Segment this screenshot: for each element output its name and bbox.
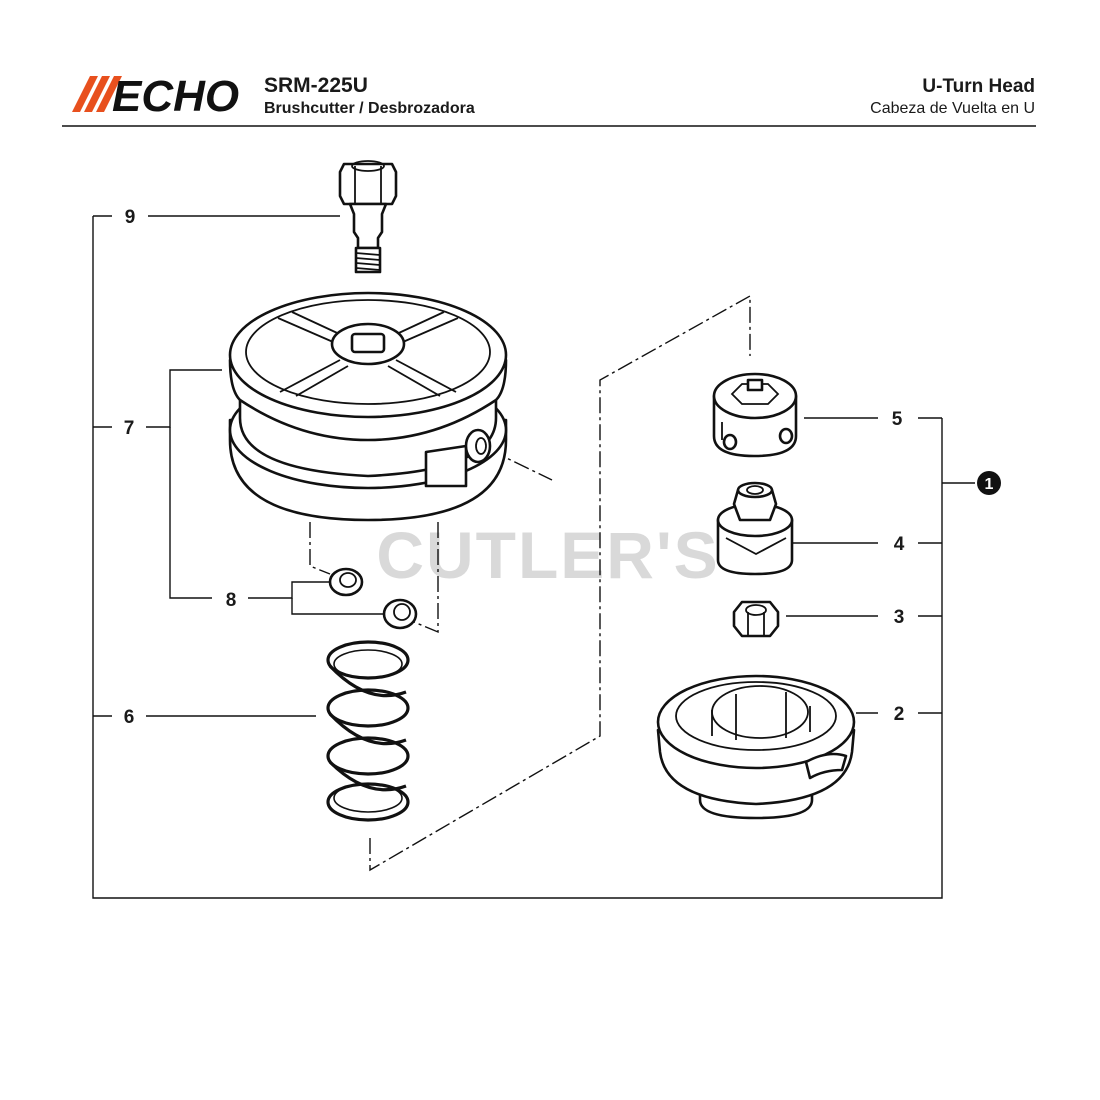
section-subtitle: Cabeza de Vuelta en U: [870, 100, 1035, 117]
product-subtitle: Brushcutter / Desbrozadora: [264, 100, 475, 117]
part-5-ratchet: [712, 372, 798, 458]
callout-5: 5: [892, 409, 903, 430]
callout-1-assembly: 1: [977, 471, 1001, 495]
section-title: U-Turn Head: [922, 76, 1035, 97]
logo-wordmark: ECHO: [112, 72, 239, 121]
part-8-eyelet-a: [328, 567, 364, 597]
watermark: CUTLER'S: [376, 518, 719, 592]
callout-7: 7: [124, 418, 135, 439]
part-6-spring: [326, 640, 410, 822]
callout-2: 2: [894, 704, 905, 725]
callout-6: 6: [124, 707, 135, 728]
part-9-bolt: [338, 160, 398, 274]
echo-logo: ECHO: [72, 72, 239, 121]
assembly-bracket: [92, 215, 975, 899]
callout-4: 4: [894, 534, 905, 555]
callout-3: 3: [894, 607, 905, 628]
part-2-base: [656, 674, 856, 820]
model-number: SRM-225U: [264, 74, 368, 97]
logo-stripes: [72, 76, 122, 112]
callout-9: 9: [125, 207, 136, 228]
part-4-adapter: [716, 481, 794, 576]
part-8-eyelet-b: [382, 598, 418, 630]
callout-8: 8: [226, 590, 237, 611]
part-3-nut: [732, 600, 780, 638]
part-7-head-housing: [228, 291, 508, 522]
callout-1: 1: [985, 476, 994, 493]
